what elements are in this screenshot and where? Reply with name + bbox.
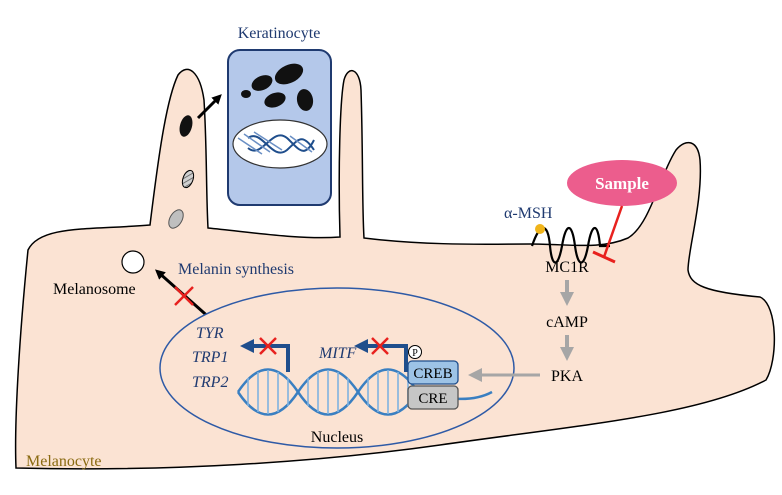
creb-label: CREB [413, 366, 452, 382]
cre-label: CRE [418, 391, 447, 407]
nucleus-dna-helix [236, 368, 493, 416]
keratinocyte-melanosome [251, 75, 273, 91]
sample-inhibition-line [602, 205, 624, 258]
sample-inhibition-bar [592, 250, 616, 264]
dendrite-melanosome [168, 209, 184, 229]
melanosome-label: Melanosome [53, 281, 136, 298]
tyr-block-x-icon [259, 337, 277, 355]
camp-label: cAMP [546, 314, 588, 331]
keratinocyte-melanosome [241, 90, 251, 98]
transfer-arrow [196, 94, 222, 120]
creb-box [407, 360, 459, 385]
alpha-msh-label: α-MSH [504, 205, 553, 222]
dendrite-melanosome [181, 169, 195, 189]
phospho-circle [408, 345, 422, 359]
keratinocyte-label: Keratinocyte [238, 25, 321, 42]
trp1-label: TRP1 [192, 349, 228, 366]
melanosome-circle [121, 250, 145, 274]
keratinocyte-melanosome [264, 92, 286, 108]
mitf-label: MITF [318, 345, 357, 362]
keratinocyte-melanosome [296, 89, 314, 111]
alpha-msh-ligand [535, 224, 545, 234]
mc1r-receptor-icon [530, 226, 610, 264]
cre-box [407, 385, 459, 410]
nucleus [159, 287, 515, 449]
tyr-expression-arrow [240, 339, 290, 372]
trp2-label: TRP2 [192, 374, 228, 391]
mc1r-label: MC1R [545, 259, 589, 276]
keratinocyte-nucleus [232, 119, 328, 169]
melanin-synthesis-label: Melanin synthesis [178, 261, 294, 278]
mitf-block-x-icon [371, 337, 389, 355]
melanin-block-x-icon [174, 286, 194, 306]
nucleus-label: Nucleus [311, 429, 363, 446]
keratinocyte-melanosome [274, 63, 304, 85]
keratinocyte-dna-icon [237, 131, 315, 155]
dendrite-melanosome [179, 115, 193, 137]
tyr-label: TYR [196, 325, 224, 342]
melanocyte-label: Melanocyte [26, 453, 102, 470]
phospho-label: P [412, 348, 418, 359]
pka-label: PKA [551, 368, 583, 385]
sample-label: Sample [595, 174, 649, 193]
sample-ellipse [567, 160, 677, 206]
